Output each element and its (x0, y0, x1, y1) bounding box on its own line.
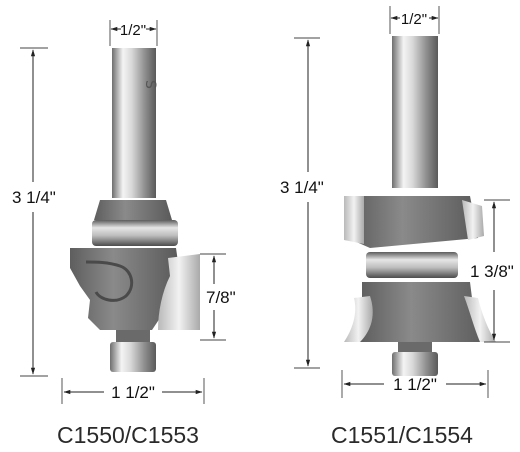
bit-1-upper-body (94, 200, 172, 220)
bit-2-upper-carbide-right (462, 200, 484, 240)
bit-2-dimensions: 1/2" 3 1/4" 1 3/8" 1 1/2" (280, 6, 514, 398)
bit-1-cutter-body (70, 248, 178, 330)
bit-1-pilot-nut (110, 342, 156, 372)
bit-1-dimensions: 1/2" 3 1/4" 7/8" 1 1/2" (12, 20, 236, 404)
bit-1-cut-height-dim: 7/8" (206, 288, 236, 307)
bit-2-nut (398, 342, 432, 352)
bit-2-lower-carbide-right (464, 296, 496, 342)
bit-2-diameter-dim: 1 1/2" (393, 375, 437, 394)
bit-1-shank (112, 48, 156, 198)
bit-2-pilot-nut (392, 352, 438, 376)
bit-2-model-label: C1551/C1554 (331, 422, 473, 448)
bit-1-bearing (92, 220, 178, 246)
bit-2-upper-carbide (344, 196, 364, 244)
bit-1-model-label: C1550/C1553 (57, 422, 199, 448)
bit-1-diameter-dim: 1 1/2" (111, 383, 155, 402)
bit-1-nut (116, 330, 150, 342)
bit-1-illustration: S (70, 48, 200, 372)
bit-2-lower-cutter (360, 282, 488, 342)
bit-2-shank (392, 36, 438, 188)
bit-1-shank-dim: 1/2" (120, 22, 146, 39)
bit-2-cut-height-dim: 1 3/8" (470, 262, 514, 281)
bit-2-bearing (366, 252, 458, 278)
bit-2-upper-cutter (352, 196, 478, 248)
bit-2-lower-carbide (344, 296, 373, 342)
bit-1-overall-dim: 3 1/4" (12, 188, 56, 207)
bit-1-carbide-insert (158, 254, 200, 330)
bit-2-illustration (344, 36, 496, 376)
bit-2-overall-dim: 3 1/4" (280, 178, 324, 197)
bit-1-cutter-profile (85, 260, 134, 302)
bit-2-shank-dim: 1/2" (401, 11, 427, 28)
bit-1-shank-stamp-icon: S (142, 80, 158, 89)
